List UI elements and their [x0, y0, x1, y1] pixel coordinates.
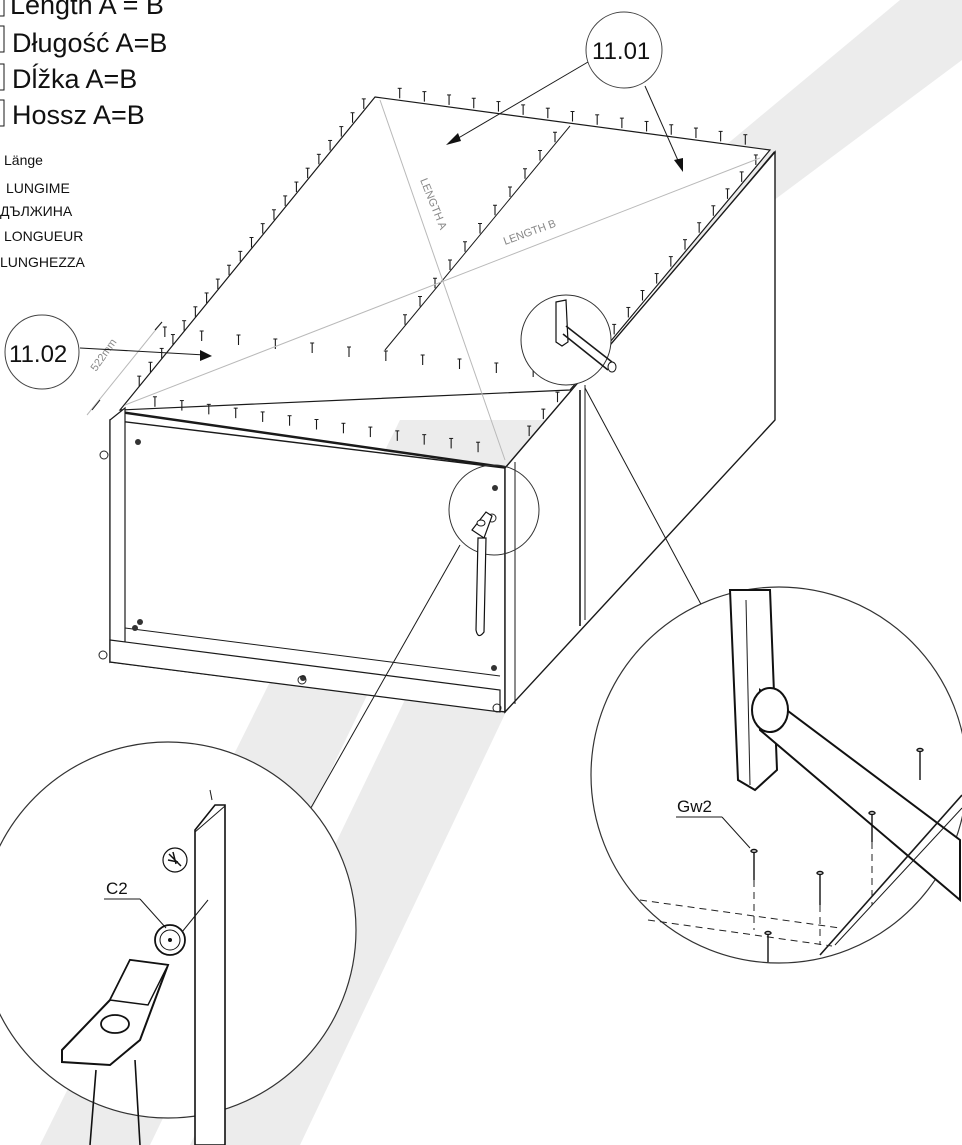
- legend-sub-2: LUNGIME: [6, 180, 70, 196]
- right-side: [504, 150, 776, 714]
- legend-line-2: Długość A=B: [12, 28, 167, 58]
- callout-11-02: 11.02: [4, 314, 212, 390]
- nail-detail-large: Gw2: [590, 586, 962, 964]
- callout-11-02-text: 11.02: [9, 341, 67, 368]
- callout-11-01-text: 11.01: [592, 38, 650, 65]
- legend-sub-5: LUNGHEZZA: [0, 254, 85, 270]
- legend-line-4: Hossz A=B: [12, 100, 145, 130]
- legend-sub-1: Länge: [4, 152, 43, 168]
- callout-11-01: 11.01: [446, 11, 683, 172]
- legend-line-1: Length A = B: [10, 0, 164, 20]
- cabinet: [98, 96, 776, 714]
- legend: Length A = B Długość A=B Dĺžka A=B Hossz…: [0, 0, 210, 270]
- left-side: [109, 406, 126, 664]
- cap-detail-large: C2: [0, 741, 357, 1145]
- part-c2-label: C2: [106, 879, 128, 898]
- depth-label: 522mm: [89, 337, 120, 374]
- part-gw2-label: Gw2: [677, 797, 712, 816]
- hammer-detail-small: [520, 294, 704, 609]
- legend-sub-4: LONGUEUR: [4, 228, 83, 244]
- legend-line-3: Dĺžka A=B: [12, 63, 137, 94]
- legend-sub-3: ДЪЛЖИНА: [0, 203, 73, 219]
